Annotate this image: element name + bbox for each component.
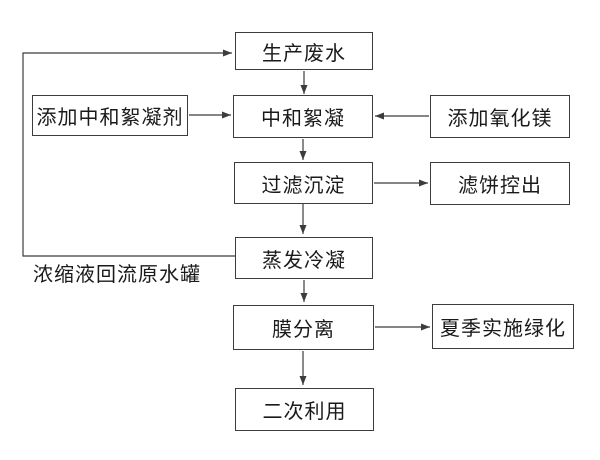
node-neutralization-flocculation: 中和絮凝 xyxy=(233,95,373,138)
node-membrane-separation: 膜分离 xyxy=(233,305,374,350)
node-summer-greening: 夏季实施绿化 xyxy=(432,304,574,349)
node-evaporation-condensation: 蒸发冷凝 xyxy=(235,237,373,279)
node-production-wastewater: 生产废水 xyxy=(235,32,373,70)
concentrate-recycle-label: 浓缩液回流原水罐 xyxy=(33,262,201,286)
node-add-magnesium-oxide: 添加氧化镁 xyxy=(430,95,570,138)
arrow-concentrate-recycle-to-production xyxy=(22,49,235,257)
node-add-neutralizing-flocculant: 添加中和絮凝剂 xyxy=(32,95,188,136)
node-secondary-use: 二次利用 xyxy=(235,388,374,431)
node-filtration-sedimentation: 过滤沉淀 xyxy=(234,162,373,204)
node-filter-cake-removal: 滤饼控出 xyxy=(430,162,570,205)
